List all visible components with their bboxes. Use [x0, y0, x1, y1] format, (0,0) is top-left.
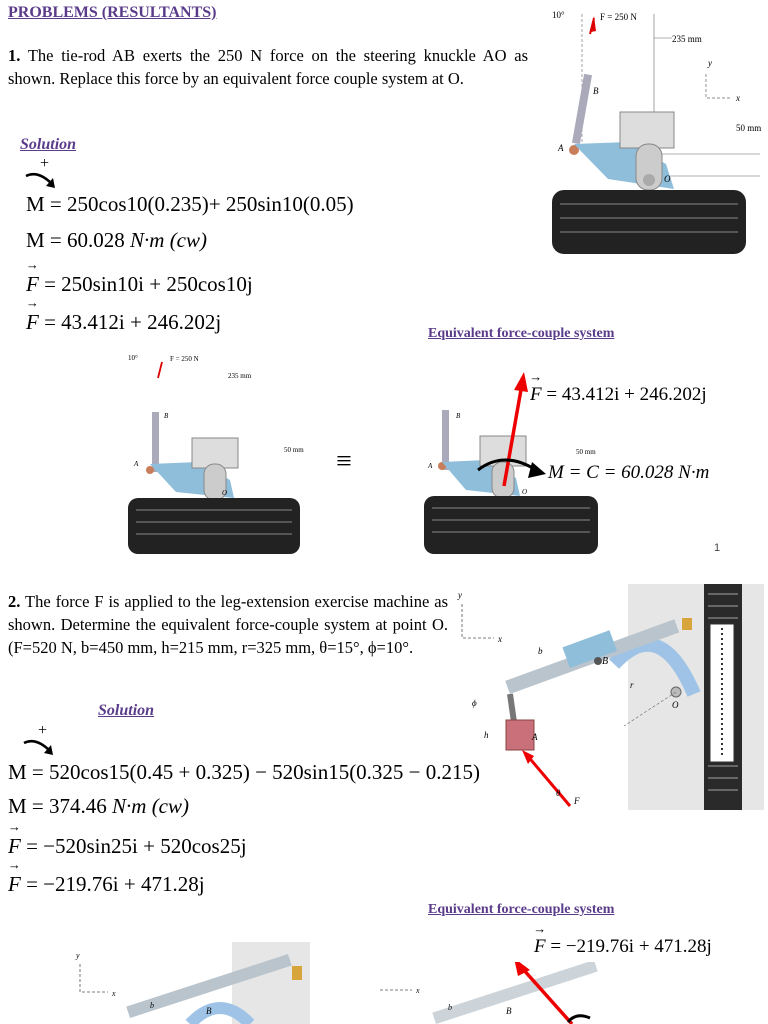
problem-2-equivalent-force-value: = −219.76i + 471.28j	[550, 936, 712, 957]
fig2-point-o: O	[672, 700, 679, 710]
fig2b-axis-y: y	[75, 951, 80, 960]
problem-1-number: 1.	[8, 46, 21, 65]
problem-1-statement: 1. The tie-rod AB exerts the 250 N force…	[8, 44, 528, 90]
problem-1-equivalent-label: Equivalent force-couple system	[428, 326, 615, 341]
leg-extension-original-figure: y x b B	[75, 942, 310, 1024]
moment-sign-plus-2: +	[38, 722, 48, 739]
fig1b-dim-235: 235 mm	[228, 372, 252, 380]
problem-1-force-equation: F = 250sin10i + 250cos10j	[26, 272, 253, 297]
page-number: 1	[714, 542, 721, 554]
fig1c-point-b: B	[456, 412, 461, 420]
page-heading: PROBLEMS (RESULTANTS)	[8, 4, 217, 21]
problem-1-moment-value: M = 60.028	[26, 228, 125, 252]
problem-1-equivalent-force: F = 43.412i + 246.202j	[530, 384, 707, 406]
fig1-point-b: B	[593, 86, 599, 96]
fig2-dim-h: h	[484, 730, 489, 740]
fig2b-point-b: B	[206, 1006, 212, 1016]
leg-extension-machine-figure: y x O B b r A ϕ h θ F	[457, 584, 764, 810]
fig1b-dim-50: 50 mm	[284, 446, 304, 454]
problem-1-equivalent-moment: M = C = 60.028 N·m	[548, 462, 710, 483]
problem-2-moment-value: M = 374.46	[8, 794, 107, 818]
fig2c-axis-x: x	[415, 986, 420, 995]
problem-1-moment-unit: N·m (cw)	[130, 228, 208, 252]
problem-1-text: The tie-rod AB exerts the 250 N force on…	[8, 46, 528, 88]
fig2-dim-r: r	[630, 680, 634, 690]
fig1b-point-a: A	[133, 460, 139, 468]
fig2-angle-phi: ϕ	[472, 698, 477, 708]
fig1-axis-y: y	[707, 58, 712, 68]
problem-2-solution-label: Solution	[98, 702, 155, 719]
fig1-angle-label: 10°	[552, 10, 565, 20]
steering-knuckle-original-figure: 10° F = 250 N 235 mm 50 mm B A O	[128, 354, 304, 554]
problem-2-force-components: = −520sin25i + 520cos25j	[26, 834, 247, 858]
fig1b-point-o: O	[222, 489, 227, 497]
fig1b-force: F = 250 N	[170, 355, 199, 363]
fig1b-point-b: B	[164, 412, 169, 420]
fig1-dim-235: 235 mm	[672, 34, 702, 44]
problem-2-moment-unit: N·m (cw)	[112, 794, 190, 818]
fig1c-dim-50: 50 mm	[576, 448, 596, 456]
leg-extension-equivalent-figure: x b B	[380, 962, 598, 1024]
fig2b-dim-b: b	[150, 1001, 154, 1010]
equivalence-sign: ≡	[336, 446, 352, 477]
problem-2-number: 2.	[8, 592, 21, 611]
fig1c-point-o: O	[522, 488, 527, 496]
fig2-dim-b: b	[538, 646, 543, 656]
steering-knuckle-figure: 10° F = 250 N 235 mm y x 50 mm B A O	[552, 10, 761, 254]
fig1c-point-a: A	[427, 462, 433, 470]
fig1-axis-x: x	[735, 93, 740, 103]
fig2-angle-theta: θ	[556, 788, 561, 798]
steering-knuckle-equivalent-figure: B 50 mm A O	[424, 372, 598, 554]
fig1-point-o: O	[664, 174, 671, 184]
problem-2-moment-result: M = 374.46 N·m (cw)	[8, 794, 189, 819]
fig2b-axis-x: x	[111, 989, 116, 998]
problem-1-solution-label: Solution	[20, 136, 77, 153]
problem-1-moment-equation: M = 250cos10(0.235)+ 250sin10(0.05)	[26, 192, 354, 216]
problem-2-force-equation: F = −520sin25i + 520cos25j	[8, 834, 247, 859]
fig2-axis-y: y	[457, 590, 462, 600]
problem-1-moment-result: M = 60.028 N·m (cw)	[26, 228, 207, 253]
problem-2-equivalent-force: F = −219.76i + 471.28j	[534, 936, 712, 958]
fig2-point-a: A	[531, 732, 538, 742]
fig1b-angle: 10°	[128, 354, 138, 362]
problem-1-force-result: F = 43.412i + 246.202j	[26, 310, 221, 335]
moment-sign-plus: +	[40, 155, 50, 172]
problem-2-moment-equation: M = 520cos15(0.45 + 0.325) − 520sin15(0.…	[8, 760, 481, 784]
problem-1-equivalent-force-value: = 43.412i + 246.202j	[546, 384, 707, 405]
problem-2-text: The force F is applied to the leg-extens…	[8, 592, 448, 657]
problem-2-force-values: = −219.76i + 471.28j	[26, 872, 205, 896]
problem-1-force-components: = 250sin10i + 250cos10j	[44, 272, 253, 296]
moment-sign-arrow-icon-2	[23, 740, 53, 755]
fig2-point-b: B	[602, 656, 608, 667]
fig1-point-a: A	[557, 143, 564, 153]
fig2-axis-x: x	[497, 634, 502, 644]
fig1-dim-50: 50 mm	[736, 123, 761, 133]
problem-2-statement: 2. The force F is applied to the leg-ext…	[8, 590, 448, 659]
moment-sign-arrow-icon	[25, 173, 55, 188]
fig2c-dim-b: b	[448, 1003, 452, 1012]
problem-2-equivalent-label: Equivalent force-couple system	[428, 902, 615, 917]
problem-2-force-result: F = −219.76i + 471.28j	[8, 872, 205, 897]
fig1-force-label: F = 250 N	[600, 12, 637, 22]
fig2c-point-b: B	[506, 1006, 512, 1016]
problem-1-force-values: = 43.412i + 246.202j	[44, 310, 222, 334]
fig2-force-label: F	[573, 796, 580, 806]
